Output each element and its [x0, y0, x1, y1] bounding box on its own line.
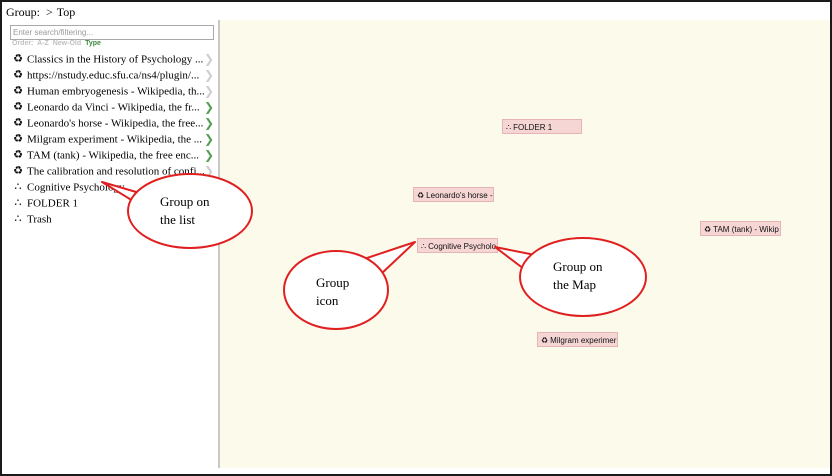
breadcrumb-current[interactable]: Top: [56, 5, 76, 19]
group-label: Group:: [6, 5, 40, 19]
breadcrumb: Group: >Top: [6, 5, 75, 20]
list-item-group[interactable]: ∴FOLDER 1: [12, 195, 212, 211]
chevron-right-icon[interactable]: ❯: [204, 52, 215, 66]
order-option-type[interactable]: Type: [85, 40, 101, 47]
document-icon: ♻: [13, 101, 23, 114]
chevron-right-icon[interactable]: ❯: [204, 68, 215, 82]
order-option-new-old[interactable]: New-Old: [52, 40, 82, 47]
list-item[interactable]: ♻Leonardo da Vinci - Wikipedia, the fr..…: [13, 101, 200, 114]
list-item-group[interactable]: ∴Trash: [12, 211, 212, 227]
order-label: Order:: [12, 40, 34, 47]
map-node-document[interactable]: ♻Leonardo's horse -: [413, 187, 494, 202]
order-option-az[interactable]: A-Z: [37, 40, 49, 47]
group-icon: ∴: [506, 123, 512, 132]
group-icon: ∴: [421, 242, 427, 251]
map-canvas[interactable]: ∴FOLDER 1 ♻Leonardo's horse - ∴Cognitive…: [220, 20, 830, 468]
list-item[interactable]: ♻Leonardo's horse - Wikipedia, the free.…: [13, 117, 204, 130]
search-input[interactable]: Enter search/filtering...: [10, 25, 214, 40]
list-item[interactable]: ♻Classics in the History of Psychology .…: [13, 53, 204, 66]
list-item-group[interactable]: ∴Cognitive Psychology: [12, 179, 212, 195]
callout-group-icon: Group icon: [316, 275, 350, 308]
chevron-right-icon[interactable]: ❯: [204, 100, 215, 114]
breadcrumb-separator: >: [46, 5, 53, 19]
chevron-right-icon[interactable]: ❯: [204, 164, 215, 178]
callout-group-on-list: Group on the list: [160, 194, 210, 227]
map-node-group[interactable]: ∴Cognitive Psycholo: [417, 238, 498, 253]
document-icon: ♻: [13, 149, 23, 162]
group-icon: ∴: [14, 197, 22, 210]
list-item[interactable]: ♻The calibration and resolution of confi…: [13, 165, 205, 178]
list-item[interactable]: ♻Milgram experiment - Wikipedia, the ...: [13, 133, 203, 146]
document-icon: ♻: [13, 53, 23, 66]
document-icon: ♻: [13, 69, 23, 82]
document-icon: ♻: [13, 165, 23, 178]
map-node-document[interactable]: ♻Milgram experimer: [537, 332, 618, 347]
document-icon: ♻: [541, 336, 549, 345]
document-icon: ♻: [13, 133, 23, 146]
callout-group-on-map: Group on the Map: [553, 259, 603, 292]
document-icon: ♻: [13, 117, 23, 130]
chevron-right-icon[interactable]: ❯: [204, 132, 215, 146]
list-item[interactable]: ♻TAM (tank) - Wikipedia, the free enc...: [13, 149, 199, 162]
chevron-right-icon[interactable]: ❯: [204, 116, 215, 130]
chevron-right-icon[interactable]: ❯: [204, 84, 215, 98]
document-icon: ♻: [417, 191, 425, 200]
list-item[interactable]: ♻https://nstudy.educ.sfu.ca/ns4/plugin/.…: [13, 69, 200, 82]
group-icon: ∴: [14, 181, 22, 194]
group-icon: ∴: [14, 213, 22, 226]
map-node-group[interactable]: ∴FOLDER 1: [502, 119, 582, 134]
chevron-right-icon[interactable]: ❯: [204, 148, 215, 162]
document-icon: ♻: [704, 225, 712, 234]
map-node-document[interactable]: ♻TAM (tank) - Wikip: [700, 221, 781, 236]
order-bar: Order: A-Z New-Old Type: [12, 40, 103, 47]
document-icon: ♻: [13, 85, 23, 98]
list-item[interactable]: ♻Human embryogenesis - Wikipedia, th...: [13, 85, 205, 98]
